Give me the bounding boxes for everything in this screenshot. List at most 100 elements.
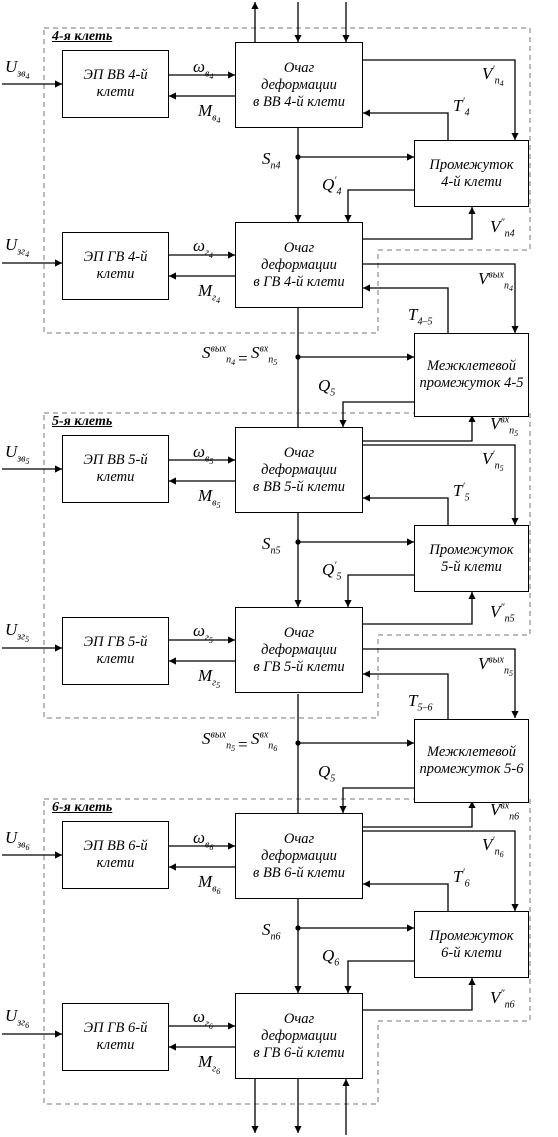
symbol-sub: в: [205, 68, 210, 80]
v2-label-5: V″п5: [490, 603, 515, 624]
omega-top-label-4: ωв4: [193, 58, 213, 81]
symbol-idx: 5: [216, 501, 221, 510]
symbol-sub: п: [494, 460, 500, 472]
v2-label-4: V″п4: [490, 218, 515, 239]
s-label-6: Sп6: [262, 921, 281, 942]
t-arrow-4-5: [363, 287, 449, 333]
symbol-main: V: [482, 64, 493, 83]
top-in-arrow-1-arrowhead: [294, 35, 302, 42]
ep-top-6-line-2: клети: [96, 855, 135, 871]
symbol-main: S: [262, 534, 271, 553]
zone-bottom-5-line-1: Очаг: [283, 624, 315, 641]
symbol-sub: г: [205, 247, 209, 259]
interstand-box-5-6-line-1: Межклетевой: [427, 744, 516, 760]
t-label-4-5: T4–5: [408, 306, 432, 327]
bottom-in-arrow-arrowhead: [342, 1079, 350, 1086]
ep-top-5-line-2: клети: [96, 469, 135, 485]
symbol-idx: 5: [216, 681, 221, 690]
s-flow-5-arrowhead: [294, 600, 302, 607]
s-in-label-5-6: Sвхп6: [251, 730, 277, 753]
omega-top-label-5: ωв5: [193, 443, 213, 466]
vout-arrow-5: [363, 648, 516, 718]
omega-bottom-label-6: ωг6: [193, 1008, 213, 1031]
zone-bottom-4-line-3: в ГВ 4-й клети: [253, 273, 345, 290]
symbol-idx: 6: [273, 744, 278, 753]
symbol-main: U: [5, 1006, 18, 1025]
symbol-sup: вых: [488, 654, 504, 666]
symbol-sub: 5: [464, 492, 470, 504]
s-to-gap-4-arrowhead: [407, 153, 414, 161]
vin-arrow-6: [363, 801, 473, 828]
s-flow-4-arrowhead: [294, 215, 302, 222]
ep-top-4-line-2: клети: [96, 84, 135, 100]
symbol-main: T: [453, 867, 463, 886]
m-top-arrow-5-arrowhead: [169, 477, 176, 485]
symbol-sup: ′: [492, 835, 495, 847]
symbol-idx: 6: [208, 1022, 213, 1031]
symbol-main: V: [490, 988, 501, 1007]
ep-top-5-line-1: ЭП ВВ 5-й: [83, 452, 148, 468]
u-bottom-arrow-6-arrowhead: [55, 1030, 62, 1038]
symbol-sub: п: [226, 740, 232, 752]
top-out-arrow-arrowhead: [251, 2, 259, 9]
symbol-idx: 5: [208, 636, 213, 645]
symbol-idx: 5: [499, 464, 504, 473]
u-bottom-label-5: Uзг5: [5, 621, 29, 644]
symbol-main: ω: [193, 828, 206, 847]
symbol-sub: зг: [17, 246, 26, 258]
symbol-main: V: [478, 654, 489, 673]
symbol-main: ω: [193, 236, 206, 255]
top-in-arrow-2-arrowhead: [342, 35, 350, 42]
s-in-label-4-5: Sвхп5: [251, 344, 277, 367]
omega-bottom-arrow-5-arrowhead: [228, 636, 235, 644]
symbol-main: V: [490, 800, 501, 819]
u-bottom-arrow-5-arrowhead: [55, 644, 62, 652]
symbol-sub: 4–5: [417, 316, 433, 328]
v1-arrow-5-arrowhead: [511, 518, 519, 525]
symbol-main: ω: [193, 442, 206, 461]
symbol-sub: п4: [504, 228, 515, 240]
zone-top-4-line-2: деформации: [261, 76, 337, 93]
symbol-sup: вх: [500, 800, 510, 812]
symbol-main: Q: [322, 175, 335, 194]
gap-box-5-line-1: Промежуток: [429, 541, 514, 558]
symbol-sup: вх: [259, 343, 269, 355]
symbol-main: S: [262, 149, 271, 168]
omega-top-label-6: ωв6: [193, 829, 213, 852]
symbol-main: V: [490, 217, 501, 236]
symbol-sub: зв: [17, 68, 26, 80]
u-bottom-label-4: Uзг4: [5, 236, 29, 259]
zone-bottom-5-line-2: деформации: [261, 641, 337, 658]
symbol-sub: п6: [509, 811, 520, 823]
symbol-main: S: [202, 343, 211, 362]
symbol-sub: в: [205, 453, 210, 465]
t-label-5-6: T5–6: [408, 692, 432, 713]
symbol-sup: ″: [500, 217, 505, 229]
stand-6-title: 6-я клеть: [52, 800, 113, 815]
zone-top-5-line-2: деформации: [261, 461, 337, 478]
symbol-sub: 6: [334, 957, 340, 969]
t1-arrow-6-arrowhead: [363, 880, 370, 888]
t1-label-4: T′4: [453, 97, 470, 118]
symbol-idx: 4: [216, 296, 221, 305]
symbol-sub: г: [212, 292, 217, 304]
symbol-main: ω: [193, 57, 206, 76]
symbol-idx: 6: [25, 1021, 30, 1030]
s-to-interstand-4-5-arrowhead: [407, 353, 414, 361]
stand-5-frame: [43, 412, 531, 719]
symbol-main: ω: [193, 621, 206, 640]
symbol-idx: 6: [209, 843, 214, 852]
v2-arrow-6-arrowhead: [468, 978, 476, 985]
zone-bottom-5-line-3: в ГВ 5-й клети: [253, 658, 345, 675]
symbol-sub: в: [205, 839, 210, 851]
symbol-sub: п: [503, 665, 509, 677]
s-to-interstand-5-6-arrowhead: [407, 739, 414, 747]
symbol-main: M: [198, 486, 213, 505]
